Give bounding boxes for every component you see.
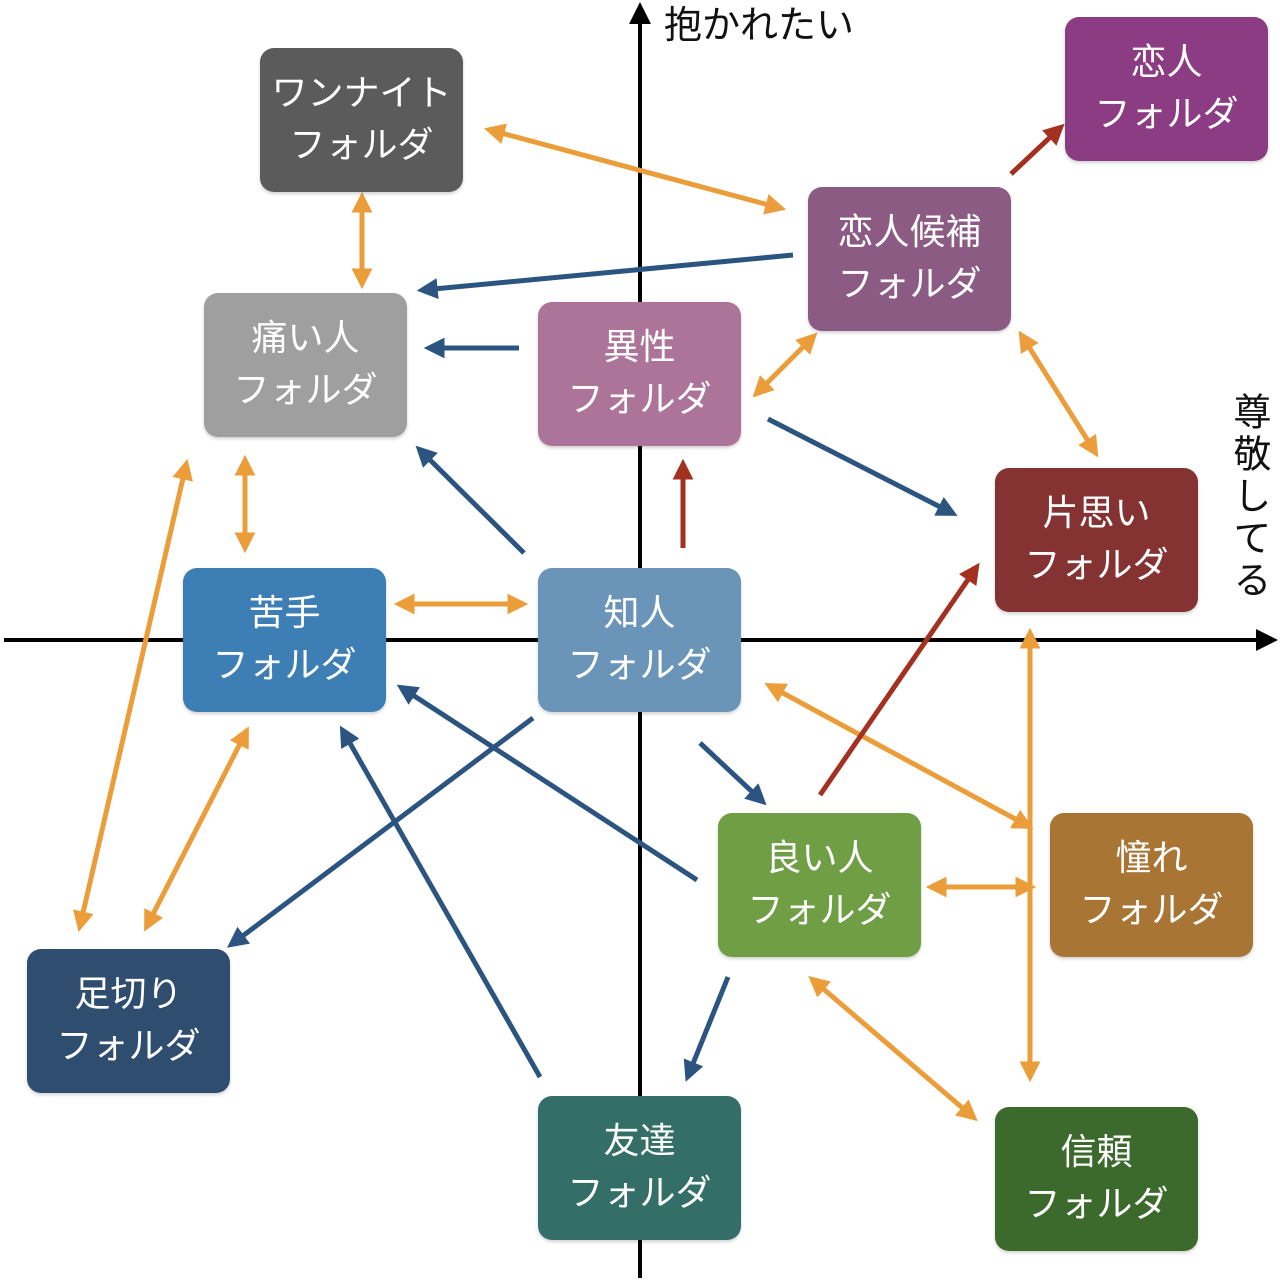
- one-way-arrow-20: [683, 976, 731, 1082]
- folder-onenight-name: ワンナイト: [271, 73, 452, 114]
- folder-chijin-suffix: フォルダ: [567, 645, 712, 686]
- folder-akogare-name: 憧れ: [1115, 838, 1188, 879]
- folder-tomodachi: 友達 フォルダ: [538, 1096, 741, 1240]
- one-way-arrow-15: [766, 416, 958, 516]
- folder-koibito: 恋人 フォルダ: [1065, 17, 1268, 161]
- folder-tomodachi-name: 友達: [603, 1121, 676, 1162]
- folder-chijin-name: 知人: [603, 593, 676, 634]
- folder-onenight: ワンナイト フォルダ: [260, 48, 463, 192]
- folder-kataomoi: 片思い フォルダ: [995, 468, 1198, 612]
- folder-ishou-name: 異性: [603, 327, 676, 368]
- one-way-arrow-22: [817, 562, 980, 797]
- folder-ishou-suffix: フォルダ: [567, 379, 712, 420]
- folder-ashikiri-suffix: フォルダ: [56, 1026, 201, 1067]
- folder-iihito-suffix: フォルダ: [747, 890, 892, 931]
- folder-iihito-name: 良い人: [765, 838, 874, 879]
- two-way-arrow-0: [483, 123, 787, 215]
- folder-nigate-suffix: フォルダ: [212, 645, 357, 686]
- folder-tomodachi-suffix: フォルダ: [567, 1173, 712, 1214]
- folder-koibito-suffix: フォルダ: [1094, 94, 1239, 135]
- folder-shinrai-suffix: フォルダ: [1024, 1184, 1169, 1225]
- two-way-arrow-7: [1018, 330, 1099, 458]
- two-way-arrow-8: [764, 682, 1034, 830]
- y-axis-arrowhead: [629, 2, 651, 24]
- folder-nigate-name: 苦手: [248, 593, 321, 634]
- folder-itai-suffix: フォルダ: [233, 370, 378, 411]
- folder-itai: 痛い人 フォルダ: [204, 293, 407, 437]
- one-way-arrow-18: [396, 684, 699, 883]
- folder-iihito: 良い人 フォルダ: [718, 813, 921, 957]
- folder-koibito-kouho-suffix: フォルダ: [837, 264, 982, 305]
- y-axis-label: 抱かれたい: [664, 3, 855, 47]
- folder-chijin: 知人 フォルダ: [538, 568, 741, 712]
- folder-ishou: 異性 フォルダ: [538, 302, 741, 446]
- two-way-arrow-5: [144, 726, 249, 932]
- arrows: [73, 123, 1099, 1122]
- two-way-arrow-4: [73, 458, 193, 933]
- folder-akogare: 憧れ フォルダ: [1050, 813, 1253, 957]
- folder-onenight-suffix: フォルダ: [289, 125, 434, 166]
- folder-koibito-name: 恋人: [1130, 42, 1203, 83]
- folder-itai-name: 痛い人: [251, 318, 360, 359]
- one-way-arrow-23: [1009, 123, 1065, 176]
- folder-kataomoi-suffix: フォルダ: [1024, 545, 1169, 586]
- folder-koibito-kouho: 恋人候補 フォルダ: [808, 187, 1011, 331]
- folder-ashikiri: 足切り フォルダ: [27, 949, 230, 1093]
- folder-shinrai-name: 信頼: [1060, 1132, 1133, 1173]
- two-way-arrow-11: [808, 975, 978, 1122]
- one-way-arrow-16: [698, 741, 767, 806]
- one-way-arrow-17: [226, 716, 535, 948]
- folder-ashikiri-name: 足切り: [74, 974, 183, 1015]
- folder-kataomoi-name: 片思い: [1042, 493, 1151, 534]
- one-way-arrow-12: [416, 252, 794, 300]
- folder-akogare-suffix: フォルダ: [1079, 890, 1224, 931]
- x-axis-arrowhead: [1256, 629, 1278, 651]
- one-way-arrow-14: [415, 445, 526, 555]
- x-axis-label: 尊敬してる: [1227, 392, 1271, 602]
- folder-shinrai: 信頼 フォルダ: [995, 1107, 1198, 1251]
- one-way-arrow-19: [339, 725, 543, 1079]
- folder-nigate: 苦手 フォルダ: [183, 568, 386, 712]
- folder-koibito-kouho-name: 恋人候補: [837, 212, 982, 253]
- two-way-arrow-6: [752, 332, 818, 398]
